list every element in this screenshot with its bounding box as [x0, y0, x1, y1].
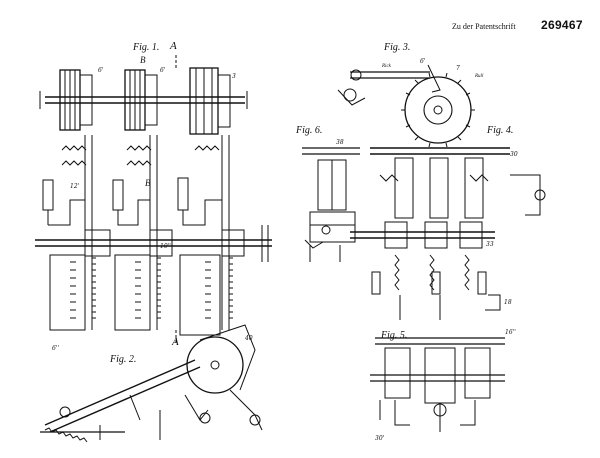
fig-2-drawing — [40, 324, 263, 443]
fig-1-caption: Fig. 1. — [133, 42, 160, 53]
fig-4-drawing — [350, 147, 546, 320]
ref-numeral: 38 — [336, 139, 344, 146]
header-prefix: Zu der Patentschrift — [452, 22, 516, 31]
ref-numeral: 30' — [375, 435, 385, 442]
section-mark-a-top: A — [170, 40, 177, 52]
fig-3-caption: Fig. 3. — [384, 42, 411, 53]
ref-numeral: 6' — [420, 58, 426, 65]
ref-numeral: 7 — [456, 65, 460, 72]
fig-4-caption: Fig. 4. — [487, 125, 514, 136]
section-mark-b-top: B — [140, 55, 146, 65]
ref-numeral: 18 — [504, 299, 512, 306]
fig-5-drawing — [370, 337, 505, 432]
ref-numeral: 33 — [486, 241, 494, 248]
ref-numeral: 12' — [70, 183, 80, 190]
fig-1-drawing — [35, 55, 272, 345]
fig-6-caption: Fig. 6. — [296, 125, 323, 136]
ref-numeral: 16'' — [505, 329, 516, 336]
roll-label-right: Rull — [475, 74, 484, 79]
patent-number: 269467 — [541, 18, 583, 32]
ref-numeral: 30 — [510, 151, 518, 158]
ref-numeral: 6' — [98, 67, 104, 74]
ref-numeral: 6' — [160, 67, 166, 74]
ref-numeral: 3 — [232, 73, 236, 80]
roll-label-left: Rick — [382, 64, 391, 69]
section-mark-b-mid: B — [145, 178, 151, 188]
fig-3-drawing — [337, 64, 475, 148]
section-mark-a-bottom: A — [172, 336, 179, 348]
ref-numeral: 10'' — [160, 243, 171, 250]
fig-5-caption: Fig. 5. — [381, 330, 408, 341]
fig-2-caption: Fig. 2. — [110, 354, 137, 365]
fig-6-drawing — [302, 147, 360, 262]
ref-numeral: 6'' — [52, 345, 59, 352]
reference-numerals: 6' 6' 3 12' 10'' 6'' 40 6' 7 38 30 33 18… — [52, 58, 518, 442]
ref-numeral: 40 — [244, 335, 253, 342]
